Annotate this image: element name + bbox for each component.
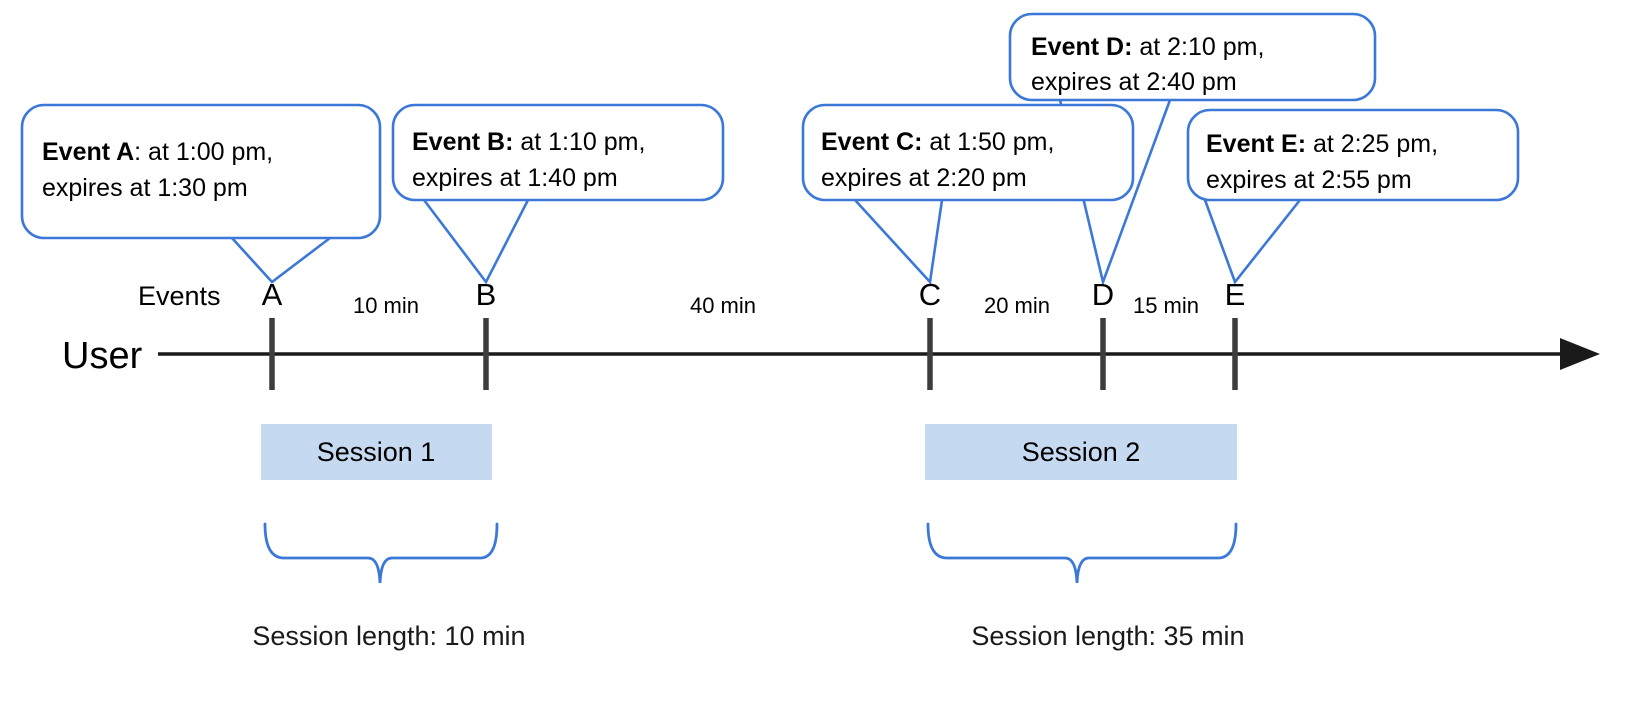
callout-d-line2: expires at 2:40 pm <box>1031 68 1237 96</box>
callout-b-box[interactable] <box>391 103 725 202</box>
event-marker-a[interactable]: A <box>262 277 283 390</box>
session-bar-2[interactable]: Session 2 <box>925 424 1237 480</box>
callout-a[interactable]: Event A: at 1:00 pm, expires at 1:30 pm <box>20 103 382 240</box>
events-row-label: Events <box>138 281 221 311</box>
event-markers: A B C D E <box>262 277 1246 390</box>
gap-label-c-d: 20 min <box>984 293 1050 318</box>
callout-d[interactable]: Event D: at 2:10 pm, expires at 2:40 pm <box>1008 12 1377 102</box>
session-2-rect[interactable] <box>925 424 1237 480</box>
callout-c-line2: expires at 2:20 pm <box>821 164 1027 192</box>
callout-d-line1: Event D: at 2:10 pm, <box>1031 33 1264 61</box>
event-marker-b[interactable]: B <box>476 277 497 390</box>
callout-a-line1: Event A: at 1:00 pm, <box>42 138 273 166</box>
callout-tail-a <box>231 236 331 284</box>
event-letter-a: A <box>262 277 283 312</box>
callout-c[interactable]: Event C: at 1:50 pm, expires at 2:20 pm <box>801 103 1135 202</box>
callout-e-box[interactable] <box>1186 108 1520 202</box>
callout-a-line2: expires at 1:30 pm <box>42 174 248 202</box>
session-2-brace <box>926 522 1238 584</box>
callout-c-box[interactable] <box>801 103 1135 202</box>
gap-label-d-e: 15 min <box>1133 293 1199 318</box>
callout-b[interactable]: Event B: at 1:10 pm, expires at 1:40 pm <box>391 103 725 202</box>
brace-path-2 <box>926 522 1238 584</box>
callout-d-box[interactable] <box>1008 12 1377 102</box>
event-marker-c[interactable]: C <box>919 277 941 390</box>
session-2-label: Session 2 <box>1022 437 1141 467</box>
session-2-length-label: Session length: 35 min <box>971 621 1244 651</box>
brace-path-1 <box>263 522 499 584</box>
session-1-length-label: Session length: 10 min <box>252 621 525 651</box>
callout-a-box[interactable] <box>20 103 382 240</box>
event-letter-b: B <box>476 277 497 312</box>
event-letter-d: D <box>1092 277 1114 312</box>
event-marker-d[interactable]: D <box>1092 277 1114 390</box>
axis-arrow-icon <box>1560 338 1600 370</box>
callout-tail-c <box>854 199 944 285</box>
callout-e-line2: expires at 2:55 pm <box>1206 166 1412 194</box>
session-1-label: Session 1 <box>317 437 436 467</box>
session-bar-1[interactable]: Session 1 <box>261 424 492 480</box>
event-letter-c: C <box>919 277 941 312</box>
gap-label-a-b: 10 min <box>353 293 419 318</box>
event-letter-e: E <box>1225 277 1246 312</box>
event-marker-e[interactable]: E <box>1225 277 1246 390</box>
callout-b-line1: Event B: at 1:10 pm, <box>412 128 645 156</box>
callout-c-line1: Event C: at 1:50 pm, <box>821 128 1054 156</box>
user-row-label: User <box>62 335 143 377</box>
callout-tail-b <box>422 199 530 285</box>
callout-e[interactable]: Event E: at 2:25 pm, expires at 2:55 pm <box>1186 108 1520 202</box>
callout-tail-e <box>1203 199 1302 285</box>
callout-b-line2: expires at 1:40 pm <box>412 164 618 192</box>
gap-labels: 10 min 40 min 20 min 15 min <box>353 293 1199 318</box>
session-1-brace <box>263 522 499 584</box>
gap-label-b-c: 40 min <box>690 293 756 318</box>
session-1-rect[interactable] <box>261 424 492 480</box>
timeline-axis <box>158 338 1600 370</box>
callout-e-line1: Event E: at 2:25 pm, <box>1206 130 1438 158</box>
